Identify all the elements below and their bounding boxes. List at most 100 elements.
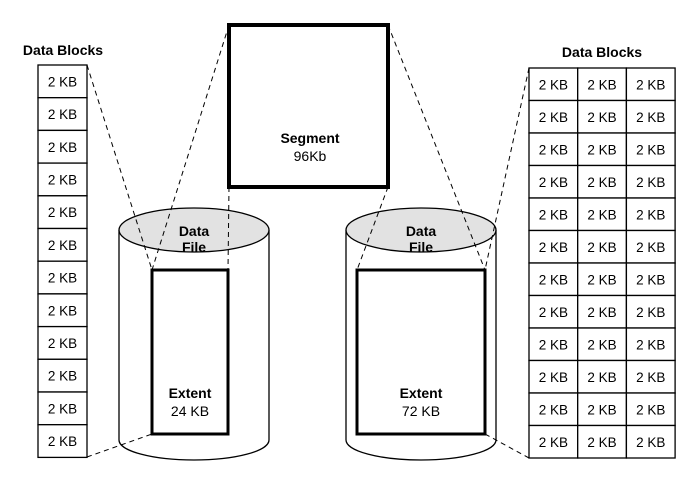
- left-block-label: 2 KB: [48, 238, 77, 253]
- right-block-cell: [528, 424, 579, 459]
- right-block-cell: [528, 229, 579, 264]
- left-block-label: 2 KB: [48, 303, 77, 318]
- left-data-blocks-column: 2 KB 2 KB 2 KB 2 KB 2 KB 2 KB 2 KB 2 KB 2 KB 2 KB…: [37, 64, 88, 459]
- right-block-label: 2 KB: [539, 207, 568, 222]
- left-block-cell: [37, 293, 88, 328]
- right-block-label: 2 KB: [636, 272, 665, 287]
- right-extent-box: [355, 268, 487, 436]
- right-block-label: 2 KB: [636, 305, 665, 320]
- segment-size: 96Kb: [294, 148, 327, 164]
- right-block-cell: [528, 67, 579, 102]
- left-block-label: 2 KB: [48, 205, 77, 220]
- right-block-label: 2 KB: [587, 77, 616, 92]
- left-block-cell: [37, 424, 88, 459]
- right-block-cell: [625, 359, 676, 394]
- right-block-cell: [577, 262, 628, 297]
- right-block-label: 2 KB: [539, 175, 568, 190]
- right-block-label: 2 KB: [587, 435, 616, 450]
- right-datafile-label-line2: File: [409, 239, 433, 255]
- right-block-label: 2 KB: [636, 337, 665, 352]
- left-block-label: 2 KB: [48, 172, 77, 187]
- connector-segment-right-extent-bottom: [356, 186, 389, 271]
- left-extent-title: Extent: [169, 385, 212, 401]
- right-block-label: 2 KB: [539, 305, 568, 320]
- connector-segment-right-extent-top: [387, 24, 486, 271]
- right-block-cell: [625, 262, 676, 297]
- right-block-label: 2 KB: [539, 370, 568, 385]
- connector-lines: [86, 24, 530, 459]
- left-block-cell: [37, 64, 88, 99]
- right-block-label: 2 KB: [539, 110, 568, 125]
- right-block-cell: [577, 197, 628, 232]
- right-block-label: 2 KB: [587, 240, 616, 255]
- right-block-cell: [625, 132, 676, 167]
- right-block-label: 2 KB: [587, 402, 616, 417]
- left-block-cell: [37, 227, 88, 262]
- right-block-cell: [577, 132, 628, 167]
- connector-segment-left-extent-bottom: [227, 186, 230, 271]
- right-block-cell: [528, 164, 579, 199]
- left-extent-size: 24 KB: [171, 403, 209, 419]
- right-block-label: 2 KB: [587, 175, 616, 190]
- left-block-label: 2 KB: [48, 107, 77, 122]
- right-block-cell: [625, 424, 676, 459]
- left-block-cell: [37, 129, 88, 164]
- right-block-cell: [625, 197, 676, 232]
- right-data-blocks-grid: 2 KB 2 KB 2 KB 2 KB 2 KB 2 KB 2 KB 2 KB 2 KB 2 KB…: [528, 67, 676, 459]
- left-block-label: 2 KB: [48, 401, 77, 416]
- right-block-label: 2 KB: [636, 402, 665, 417]
- right-block-cell: [625, 294, 676, 329]
- right-block-label: 2 KB: [587, 370, 616, 385]
- right-extent-size: 72 KB: [402, 403, 440, 419]
- right-block-label: 2 KB: [587, 142, 616, 157]
- right-block-label: 2 KB: [539, 337, 568, 352]
- right-block-label: 2 KB: [636, 207, 665, 222]
- right-extent-title: Extent: [400, 385, 443, 401]
- right-block-cell: [625, 392, 676, 427]
- left-block-label: 2 KB: [48, 140, 77, 155]
- left-block-cell: [37, 162, 88, 197]
- left-block-cell: [37, 97, 88, 132]
- right-block-label: 2 KB: [539, 240, 568, 255]
- right-block-label: 2 KB: [636, 370, 665, 385]
- right-block-label: 2 KB: [539, 435, 568, 450]
- left-data-blocks-title: Data Blocks: [23, 42, 103, 58]
- right-block-label: 2 KB: [587, 207, 616, 222]
- left-extent-box: [150, 268, 230, 436]
- right-data-blocks-title: Data Blocks: [562, 44, 642, 60]
- right-block-cell: [625, 99, 676, 134]
- left-block-label: 2 KB: [48, 434, 77, 449]
- left-datafile-label-line2: File: [182, 239, 206, 255]
- right-block-cell: [528, 262, 579, 297]
- right-block-label: 2 KB: [539, 402, 568, 417]
- right-block-cell: [577, 164, 628, 199]
- right-datafile-label-line1: Data: [406, 223, 437, 239]
- right-block-label: 2 KB: [587, 305, 616, 320]
- right-block-label: 2 KB: [636, 77, 665, 92]
- left-block-label: 2 KB: [48, 271, 77, 286]
- right-block-cell: [625, 164, 676, 199]
- segment-title: Segment: [280, 130, 339, 146]
- right-block-label: 2 KB: [636, 110, 665, 125]
- left-block-label: 2 KB: [48, 369, 77, 384]
- right-block-label: 2 KB: [539, 142, 568, 157]
- segment-box: [227, 23, 390, 189]
- left-block-label: 2 KB: [48, 74, 77, 89]
- connector-left-blocks-bottom: [86, 433, 153, 458]
- left-datafile-label-line1: Data: [179, 223, 210, 239]
- right-block-label: 2 KB: [636, 175, 665, 190]
- right-block-cell: [625, 229, 676, 264]
- right-block-label: 2 KB: [539, 272, 568, 287]
- connector-segment-left-extent-top: [151, 24, 230, 271]
- left-block-label: 2 KB: [48, 336, 77, 351]
- right-block-label: 2 KB: [587, 337, 616, 352]
- left-block-cell: [37, 260, 88, 295]
- right-block-label: 2 KB: [587, 272, 616, 287]
- connector-right-blocks-top: [484, 67, 530, 271]
- right-block-label: 2 KB: [539, 77, 568, 92]
- left-block-cell: [37, 195, 88, 230]
- left-block-cell: [37, 325, 88, 360]
- right-block-label: 2 KB: [587, 110, 616, 125]
- right-block-cell: [577, 424, 628, 459]
